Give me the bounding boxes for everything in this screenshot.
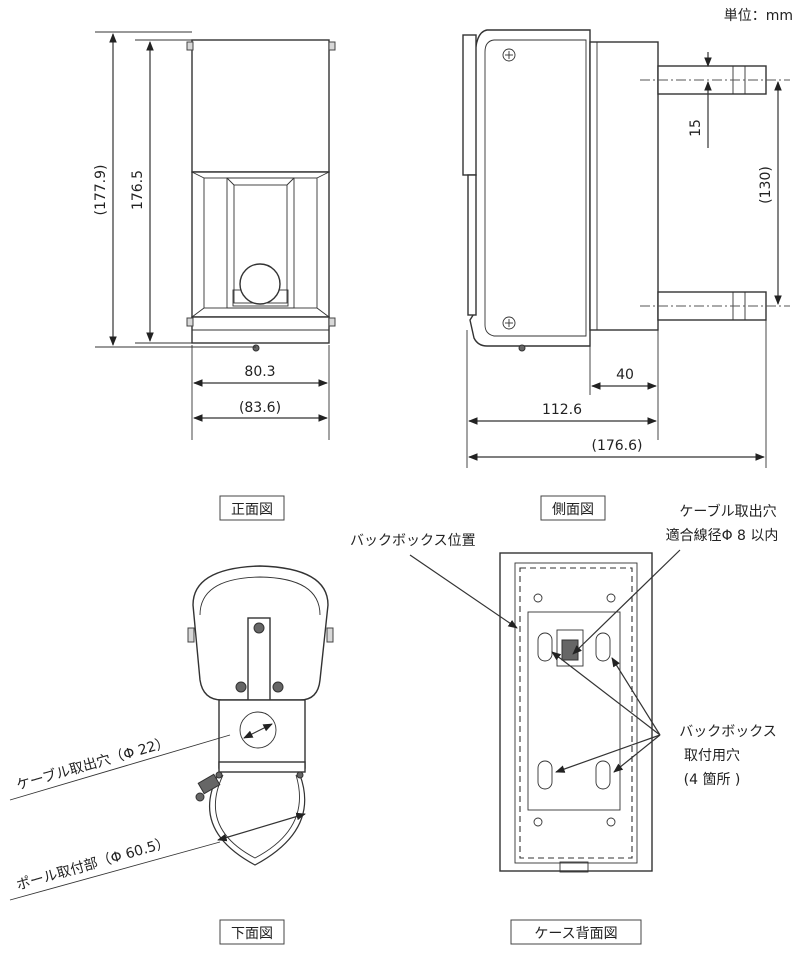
dim-side-depth-overall: (176.6) — [591, 438, 642, 454]
back-view — [499, 552, 653, 873]
callout-cable-exit-back-line1: ケーブル取出穴 — [679, 503, 776, 520]
bottom-view — [187, 565, 334, 866]
unit-label: 単位：mm — [724, 8, 793, 24]
dim-front-height-overall: (177.9) — [93, 164, 109, 215]
callout-pole-mount: ポール取付部（Φ 60.5） — [15, 835, 172, 894]
side-view — [462, 29, 790, 352]
dim-front-width-overall: (83.6) — [239, 400, 281, 416]
dim-side-depth-bracket: 40 — [616, 367, 634, 383]
side-dimensions: 15 (130) 40 112.6 (176.6) — [466, 52, 782, 468]
dim-side-bracket-spacing: (130) — [758, 166, 774, 204]
callout-backbox-holes-line2: 取付用穴 — [684, 748, 740, 764]
callout-cable-exit-back-line2: 適合線径Φ 8 以内 — [666, 527, 779, 544]
dim-side-bracket-offset: 15 — [688, 119, 704, 137]
label-bottom-view: 下面図 — [231, 926, 273, 942]
label-front-view: 正面図 — [231, 502, 273, 518]
front-view — [186, 39, 336, 352]
dim-front-height: 176.5 — [130, 170, 146, 210]
callout-backbox-holes-line1: バックボックス — [679, 724, 777, 740]
front-dimensions: (177.9) 176.5 80.3 (83.6) — [93, 31, 330, 440]
callout-cable-exit-bottom: ケーブル取出穴（Φ 22） — [14, 734, 171, 794]
label-back-view: ケース背面図 — [534, 926, 617, 942]
callout-backbox-position: バックボックス位置 — [350, 533, 476, 549]
dim-front-width: 80.3 — [244, 364, 275, 380]
dim-side-depth-body: 112.6 — [542, 402, 582, 418]
label-side-view: 側面図 — [552, 502, 594, 518]
callout-backbox-holes-line3: (4 箇所 ) — [684, 771, 741, 788]
